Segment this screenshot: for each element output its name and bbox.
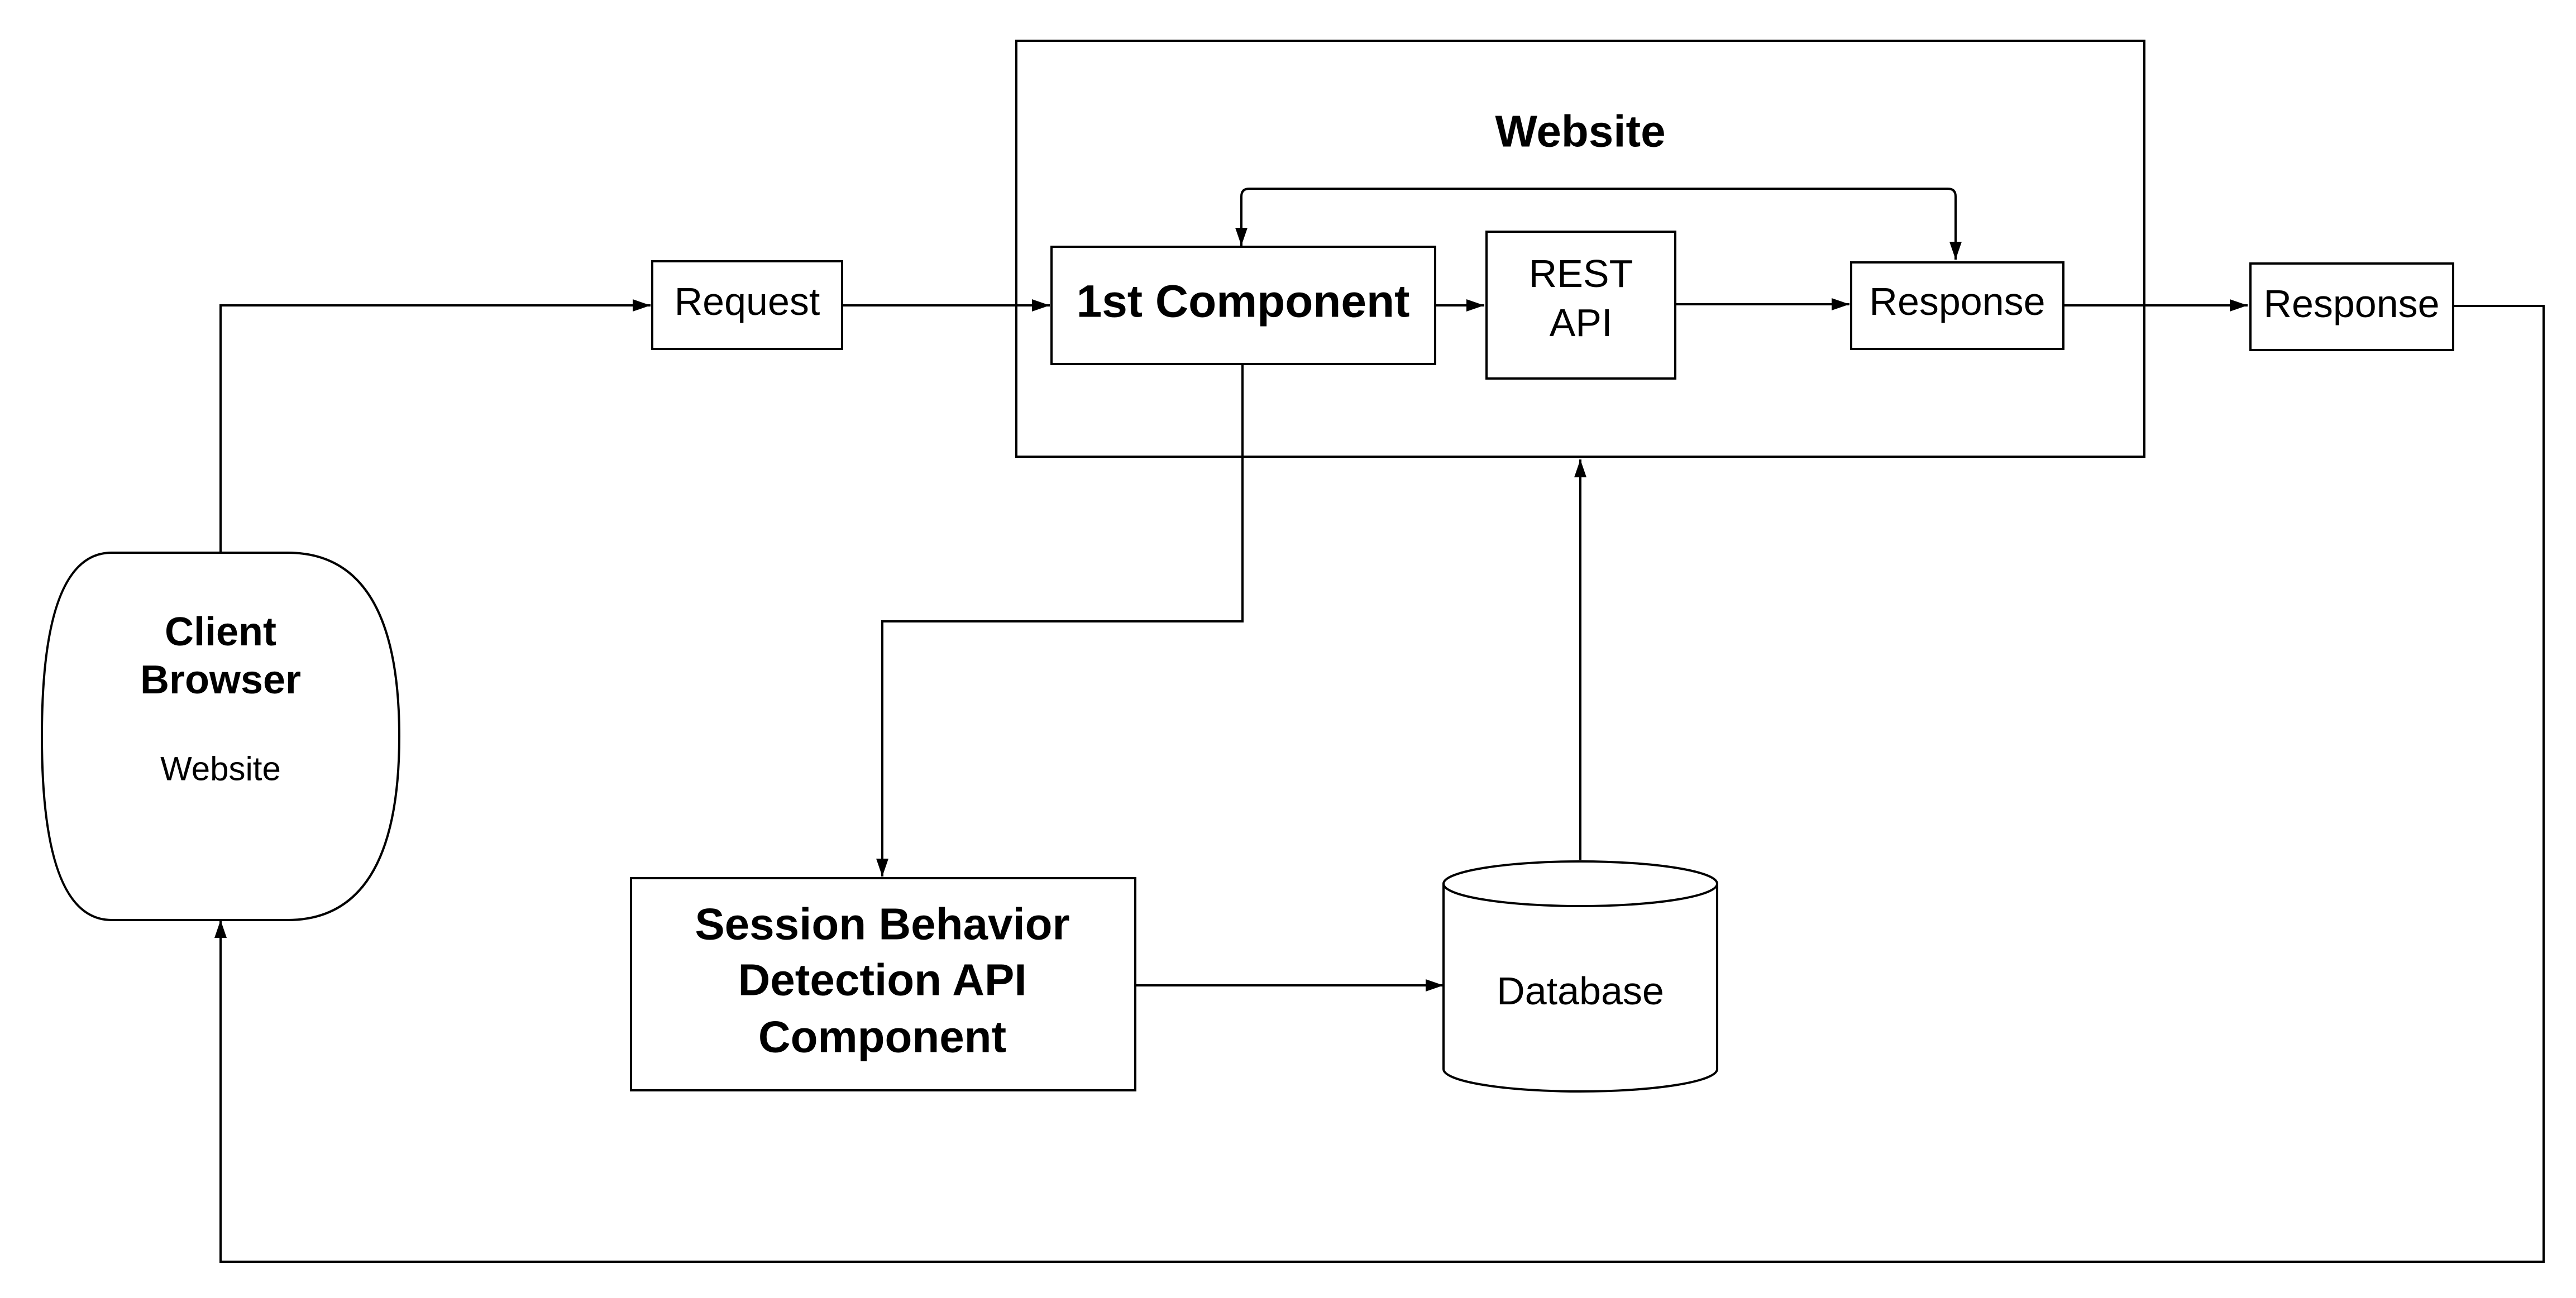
session-detection-label-line2: Detection API [738,955,1026,1005]
website-container [1015,40,2145,458]
client-browser-title-line1: Client [165,610,276,654]
first-component-label: 1st Component [1077,276,1410,327]
outer-response-label: Response [2263,282,2439,325]
client-browser-node: Client Browser Website [40,552,401,921]
request-label: Request [675,280,820,323]
edge-component-to-session-detection [876,364,1244,876]
rest-api-node: REST API [1485,231,1676,380]
edge-client-to-request [219,299,651,553]
session-detection-label-line1: Session Behavior [695,899,1069,949]
inner-response-label: Response [1869,280,2045,323]
first-component-node: 1st Component [1050,246,1436,365]
inner-response-node: Response [1850,261,2064,350]
session-detection-label-line3: Component [758,1012,1006,1062]
edge-outer-response-to-client [214,305,2545,1263]
website-container-title: Website [1495,107,1665,156]
outer-response-node: Response [2249,262,2454,351]
edge-response-loop-to-component [1235,188,1957,260]
rest-api-label-line1: REST [1529,252,1633,295]
database-node: Database [1442,860,1718,1093]
request-node: Request [651,260,843,350]
client-browser-title-line2: Browser [140,658,301,702]
client-browser-subtitle: Website [160,750,281,788]
session-detection-node: Session Behavior Detection API Component [630,877,1136,1091]
database-label: Database [1497,969,1664,1013]
rest-api-label-line2: API [1550,301,1613,344]
